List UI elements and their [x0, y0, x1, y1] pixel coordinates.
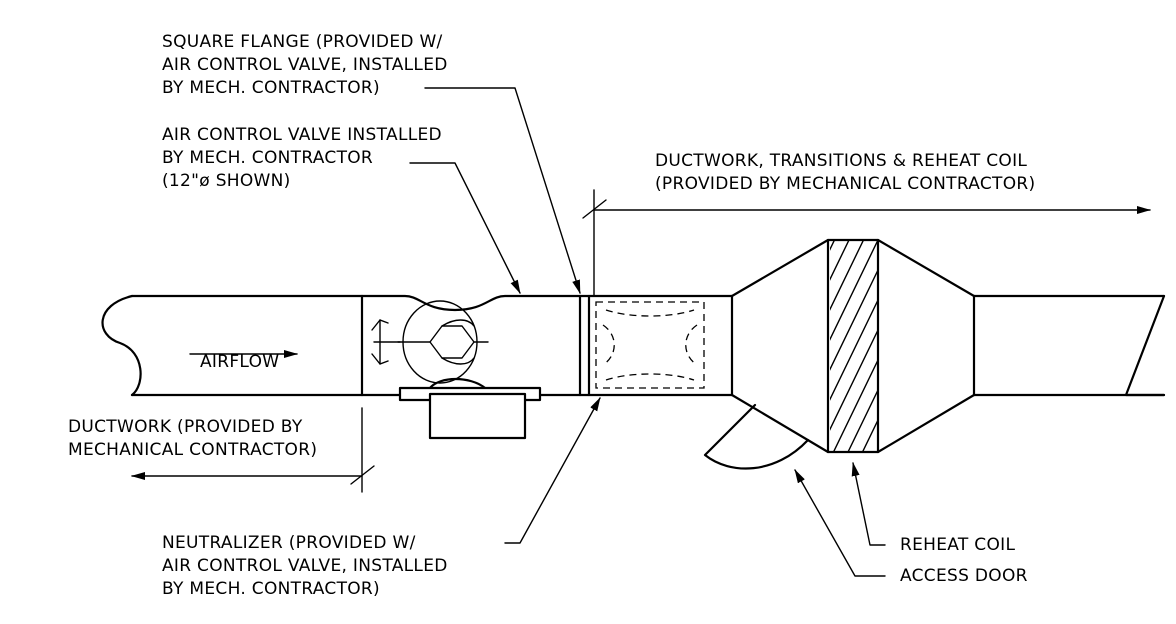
access-door	[703, 403, 810, 470]
left-ductwork	[101, 294, 364, 397]
neutralizer-label-line-2: AIR CONTROL VALVE, INSTALLED	[162, 556, 448, 576]
neutralizer-label-line-3: BY MECH. CONTRACTOR)	[162, 579, 380, 599]
leader-lines	[409, 87, 886, 577]
ductwork-right-label-line-2: (PROVIDED BY MECHANICAL CONTRACTOR)	[655, 174, 1035, 194]
reheat-coil-label: REHEAT COIL	[900, 535, 1015, 555]
extent-markers	[131, 189, 1151, 493]
transition-and-reheat-coil	[730, 238, 1166, 454]
airflow-label: AIRFLOW	[200, 352, 279, 372]
square-flange-label-line-3: BY MECH. CONTRACTOR)	[162, 78, 380, 98]
air-control-valve	[360, 294, 582, 440]
air-control-valve-label-line-1: AIR CONTROL VALVE INSTALLED	[162, 125, 442, 145]
neutralizer	[587, 294, 734, 397]
neutralizer-label-line-1: NEUTRALIZER (PROVIDED W/	[162, 533, 416, 553]
ductwork-right-label-line-1: DUCTWORK, TRANSITIONS & REHEAT COIL	[655, 151, 1027, 171]
air-control-valve-label-line-2: BY MECH. CONTRACTOR	[162, 148, 373, 168]
square-flange-label-line-1: SQUARE FLANGE (PROVIDED W/	[162, 32, 443, 52]
ductwork-left-label-line-1: DUCTWORK (PROVIDED BY	[68, 417, 303, 437]
air-control-valve-label-line-3: (12"ø SHOWN)	[162, 171, 291, 191]
ductwork-left-label-line-2: MECHANICAL CONTRACTOR)	[68, 440, 317, 460]
access-door-label: ACCESS DOOR	[900, 566, 1028, 586]
square-flange-label-line-2: AIR CONTROL VALVE, INSTALLED	[162, 55, 448, 75]
square-flange	[578, 294, 591, 397]
